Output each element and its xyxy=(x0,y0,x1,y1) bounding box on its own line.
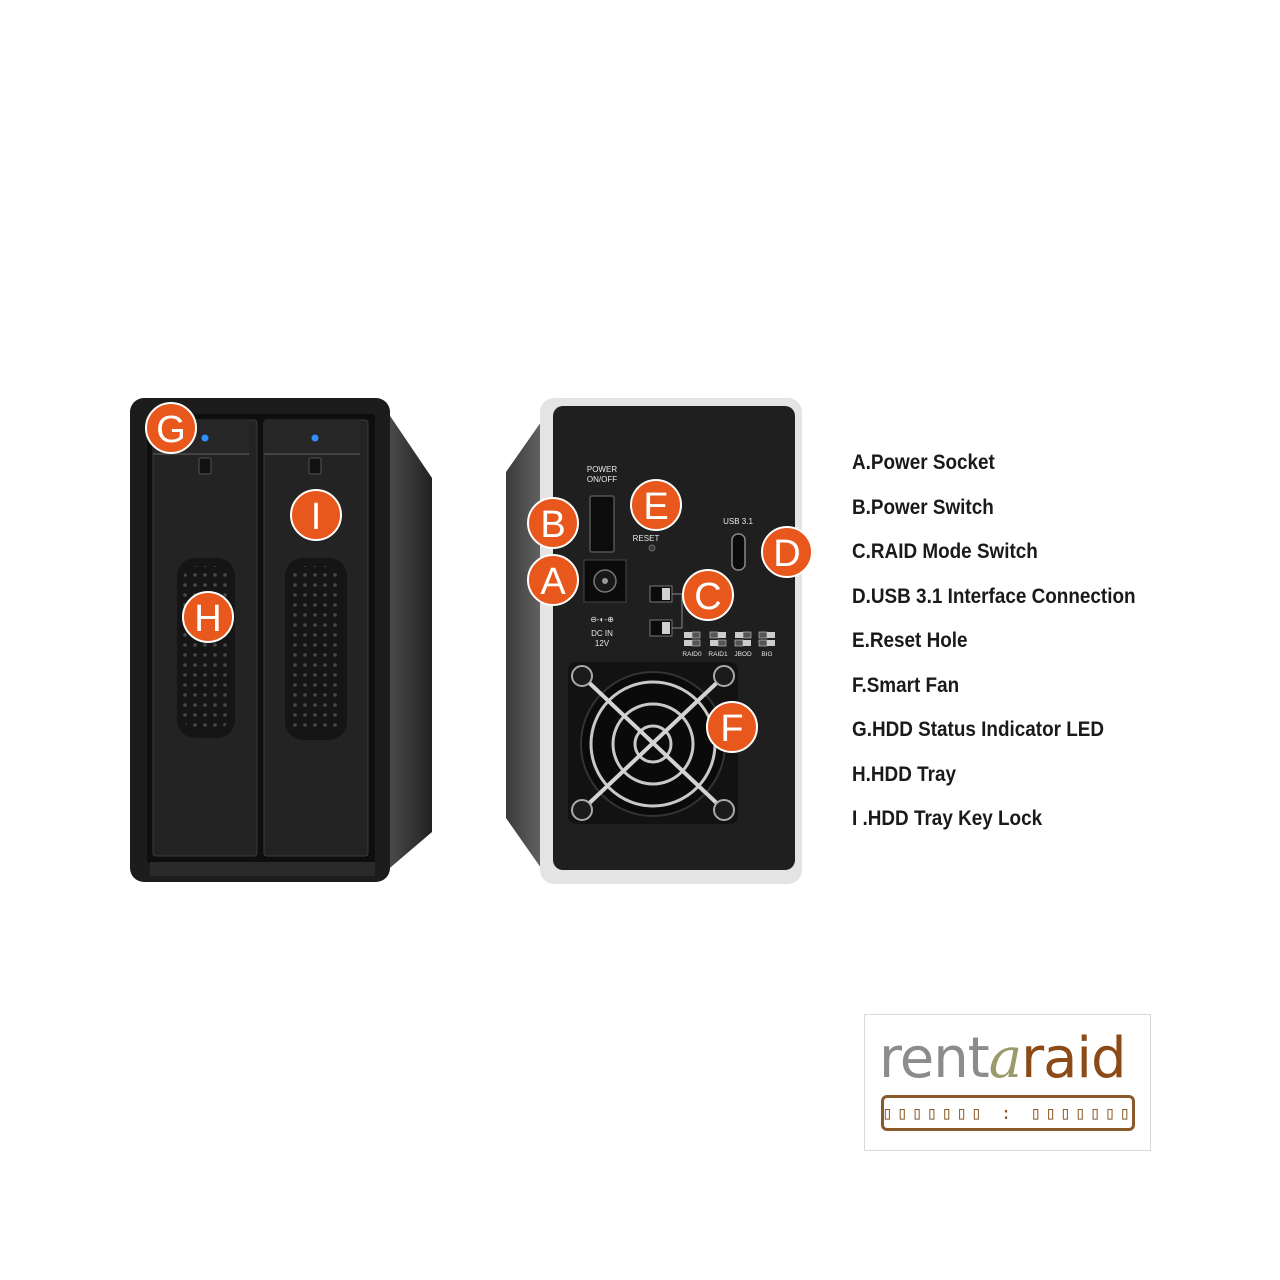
svg-text:E: E xyxy=(643,486,668,528)
dc-label-2: 12V xyxy=(595,639,610,648)
svg-text:C: C xyxy=(694,576,721,618)
usb-label: USB 3.1 xyxy=(723,517,753,526)
power-label-2: ON/OFF xyxy=(587,475,617,484)
raid-mode-switch[interactable] xyxy=(649,585,683,637)
tray-lock-right[interactable] xyxy=(308,457,322,475)
hdd-status-led-right xyxy=(311,434,319,442)
svg-text:B: B xyxy=(540,504,565,546)
legend-item-i: I .HDD Tray Key Lock xyxy=(852,807,1043,830)
legend-item-e: E.Reset Hole xyxy=(852,629,968,652)
mode-raid1: RAID1 xyxy=(708,651,728,658)
legend-item-c: C.RAID Mode Switch xyxy=(852,540,1038,563)
logo-band: ▯▯▯▯▯▯▯ : ▯▯▯▯▯▯▯ xyxy=(881,1095,1135,1131)
component-legend: A.Power Socket B.Power Switch C.RAID Mod… xyxy=(852,448,1167,849)
front-enclosure xyxy=(130,398,432,882)
legend-item-g: G.HDD Status Indicator LED xyxy=(852,718,1105,741)
dc-label-1: DC IN xyxy=(591,629,613,638)
reset-label: RESET xyxy=(633,534,660,543)
rear-enclosure: POWER ON/OFF RESET USB 3.1 ⊖-◐-⊕ DC IN 1… xyxy=(506,398,802,884)
hdd-tray-right[interactable] xyxy=(263,419,369,857)
callout-b: B xyxy=(527,497,579,549)
svg-text:G: G xyxy=(156,409,186,451)
callout-a: A xyxy=(527,554,579,606)
tray-lock-left[interactable] xyxy=(198,457,212,475)
callout-f: F xyxy=(706,701,758,753)
callout-g: G xyxy=(145,402,197,454)
mode-raid0: RAID0 xyxy=(682,651,702,658)
svg-text:⊖-◐-⊕: ⊖-◐-⊕ xyxy=(590,615,614,624)
power-switch[interactable] xyxy=(589,495,615,553)
hdd-status-led-left xyxy=(201,434,209,442)
legend-item-d: D.USB 3.1 Interface Connection xyxy=(852,584,1136,608)
mode-big: BIG xyxy=(761,651,772,658)
usb-c-port[interactable] xyxy=(731,533,746,571)
svg-text:H: H xyxy=(194,598,221,640)
power-label-1: POWER xyxy=(587,465,617,474)
svg-text:I: I xyxy=(311,496,322,538)
legend-item-f: F.Smart Fan xyxy=(852,673,960,697)
svg-text:F: F xyxy=(720,708,743,750)
callout-d: D xyxy=(761,526,813,578)
rentaraid-logo: rentaraid ▯▯▯▯▯▯▯ : ▯▯▯▯▯▯▯ xyxy=(864,1014,1151,1151)
mode-jbod: JBOD xyxy=(734,651,752,658)
callout-h: H xyxy=(182,591,234,643)
callout-i: I xyxy=(290,489,342,541)
legend-item-b: B.Power Switch xyxy=(852,495,994,519)
raid-mode-legend: RAID0 RAID1 JBOD BIG xyxy=(682,631,775,658)
svg-text:D: D xyxy=(773,533,800,575)
logo-wordmark: rentaraid xyxy=(879,1026,1127,1091)
legend-item-h: H.HDD Tray xyxy=(852,762,956,786)
front-enclosure-side xyxy=(378,398,432,878)
legend-item-a: A.Power Socket xyxy=(852,451,995,474)
smart-fan xyxy=(568,662,738,824)
callout-e: E xyxy=(630,479,682,531)
reset-hole[interactable] xyxy=(648,544,656,552)
svg-text:A: A xyxy=(540,561,566,603)
callout-c: C xyxy=(682,569,734,621)
